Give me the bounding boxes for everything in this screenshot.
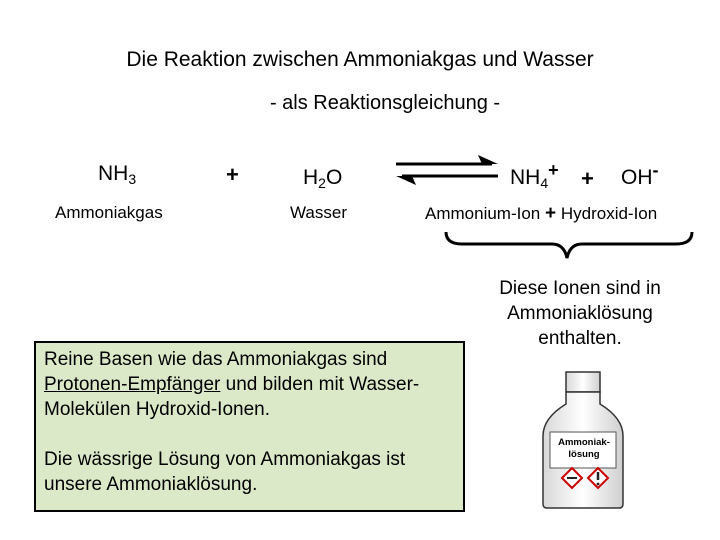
label-ions: Ammonium-Ion + Hydroxid-Ion [425,203,657,225]
ions-note: Diese Ionen sind in Ammoniaklösung entha… [455,276,705,351]
formula-oh: OH- [621,160,659,189]
label-wasser: Wasser [290,203,347,222]
plus-sign-names: + [545,203,557,224]
bottle-label-line-2: lösung [568,449,600,460]
protonen-empfaenger-term: Protonen-Empfänger [44,374,221,395]
page-title: Die Reaktion zwischen Ammoniakgas und Wa… [126,48,594,71]
plus-sign-1: + [226,162,239,187]
note-line-2: Ammoniaklösung [507,303,653,324]
note-line-1: Diese Ionen sind in [499,278,661,299]
info-paragraph-2: Die wässrige Lösung von Ammoniakgas ist … [44,449,406,495]
bottle-label: Ammoniak- lösung [551,437,617,461]
formula-nh4: NH4+ [510,160,559,191]
plus-sign-2: + [581,166,594,191]
page-subtitle: - als Reaktionsgleichung - [269,92,501,114]
label-ammoniakgas: Ammoniakgas [55,203,163,222]
bottle-label-line-1: Ammoniak- [558,437,610,448]
label-ammonium-ion: Ammonium-Ion [425,204,541,223]
formula-nh3: NH3 [98,162,137,187]
curly-brace-icon [444,231,694,259]
formula-h2o: H2O [303,166,343,191]
label-hydroxid-ion: Hydroxid-Ion [560,204,658,223]
ammonia-bottle-icon [542,371,624,509]
note-line-3: enthalten. [538,328,622,349]
info-paragraph-1: Reine Basen wie das Ammoniakgas sind Pro… [44,349,420,420]
info-box: Reine Basen wie das Ammoniakgas sind Pro… [34,341,465,512]
equilibrium-arrow-icon [396,155,498,185]
